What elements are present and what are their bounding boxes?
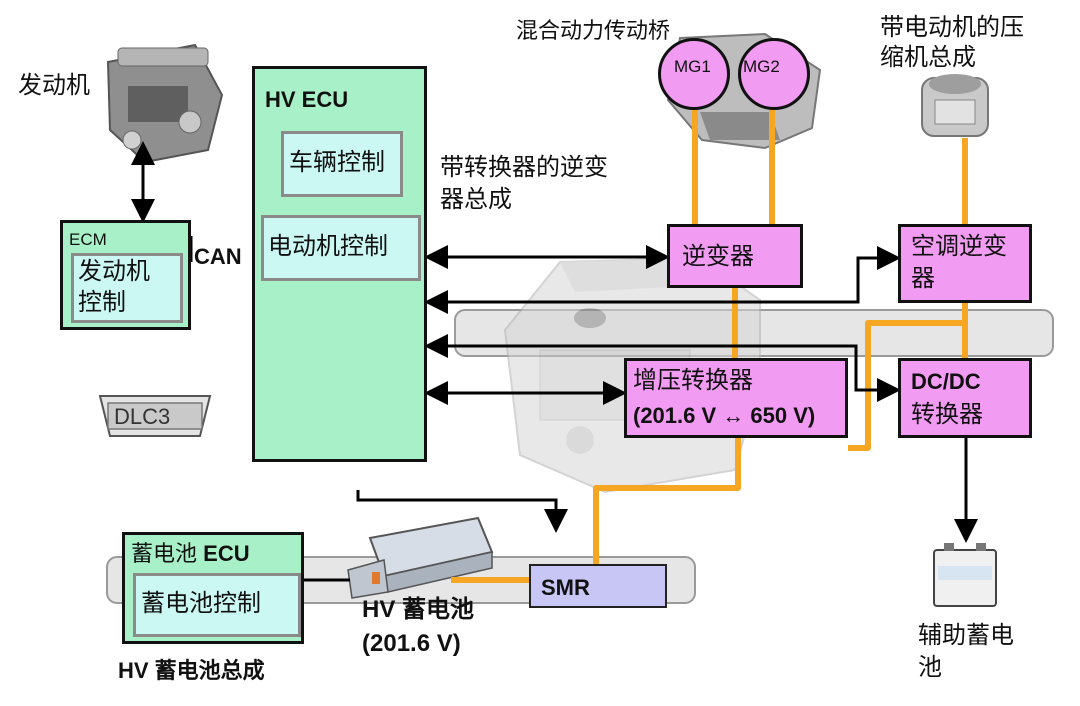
- compressor-label-line2: 缩机总成: [880, 44, 976, 71]
- hv-ecu-title: HV ECU: [265, 87, 349, 112]
- dlc3-label: DLC3: [114, 404, 171, 429]
- dcdc-converter-label-line2: 转换器: [911, 401, 983, 428]
- can-label: CAN: [194, 244, 242, 269]
- dcdc-converter-label-line1: DC/DC: [911, 369, 981, 394]
- hv-battery-pack-picture: [347, 516, 494, 599]
- boost-converter-label-line2: (201.6 V ↔ 650 V): [633, 403, 816, 428]
- ac-inverter-label-line2: 器: [911, 265, 935, 292]
- inverter-assembly-label-line2: 器总成: [440, 186, 512, 213]
- battery-ecu-title-prefix: 蓄电池: [131, 541, 198, 566]
- inverter-assembly-label-line1: 带转换器的逆变: [440, 154, 608, 181]
- smr-box: SMR: [529, 564, 667, 608]
- hv-ecu-box: HV ECU 车辆控制 电动机控制: [252, 66, 427, 462]
- vehicle-control-box: 车辆控制: [281, 131, 403, 197]
- ac-inverter-box: 空调逆变 器: [898, 224, 1032, 303]
- aux-battery-label-line1: 辅助蓄电: [918, 622, 1014, 649]
- engine-control-label-line2: 控制: [78, 289, 126, 316]
- engine-control-label-line1: 发动机: [78, 258, 150, 285]
- motor-control-box: 电动机控制: [261, 215, 421, 281]
- battery-ecu-title-suffix: ECU: [203, 541, 250, 566]
- compressor-label-line1: 带电动机的压: [880, 14, 1024, 41]
- hybrid-transaxle-label: 混合动力传动桥: [516, 18, 671, 43]
- mg1-label: MG1: [674, 57, 711, 76]
- aux-battery-label-line2: 池: [918, 654, 942, 681]
- dcdc-converter-box: DC/DC 转换器: [898, 358, 1032, 438]
- engine-control-box: 发动机 控制: [71, 253, 183, 323]
- engine-label: 发动机: [18, 72, 90, 99]
- mg2-motor: MG2: [738, 38, 810, 110]
- motor-control-label: 电动机控制: [268, 233, 388, 260]
- inverter-box: 逆变器: [667, 224, 803, 288]
- dlc3-connector: [98, 395, 212, 437]
- engine-picture: [106, 43, 224, 164]
- signal-lines: [131, 141, 978, 582]
- ecm-box: ECM 发动机 控制: [60, 220, 191, 330]
- vehicle-control-label: 车辆控制: [289, 149, 385, 176]
- smr-label: SMR: [541, 575, 590, 600]
- ecm-title: ECM: [69, 230, 107, 249]
- mg1-motor: MG1: [658, 38, 730, 110]
- hv-battery-label-line2: (201.6 V): [362, 630, 461, 657]
- mg2-label: MG2: [743, 57, 780, 76]
- auxiliary-battery-picture: [933, 543, 997, 607]
- battery-control-label: 蓄电池控制: [141, 590, 261, 617]
- hv-battery-label-line1: HV 蓄电池: [362, 596, 475, 623]
- battery-ecu-title: 蓄电池 ECU: [131, 541, 250, 567]
- boost-converter-box: 增压转换器 (201.6 V ↔ 650 V): [624, 358, 848, 438]
- compressor-picture: [921, 74, 989, 137]
- battery-control-box: 蓄电池控制: [133, 573, 301, 637]
- hv-battery-assembly-label: HV 蓄电池总成: [118, 658, 265, 683]
- battery-ecu-box: 蓄电池 ECU 蓄电池控制: [122, 532, 304, 644]
- boost-converter-label-line1: 增压转换器: [633, 367, 753, 394]
- inverter-label: 逆变器: [682, 243, 754, 270]
- ac-inverter-label-line1: 空调逆变: [911, 233, 1007, 260]
